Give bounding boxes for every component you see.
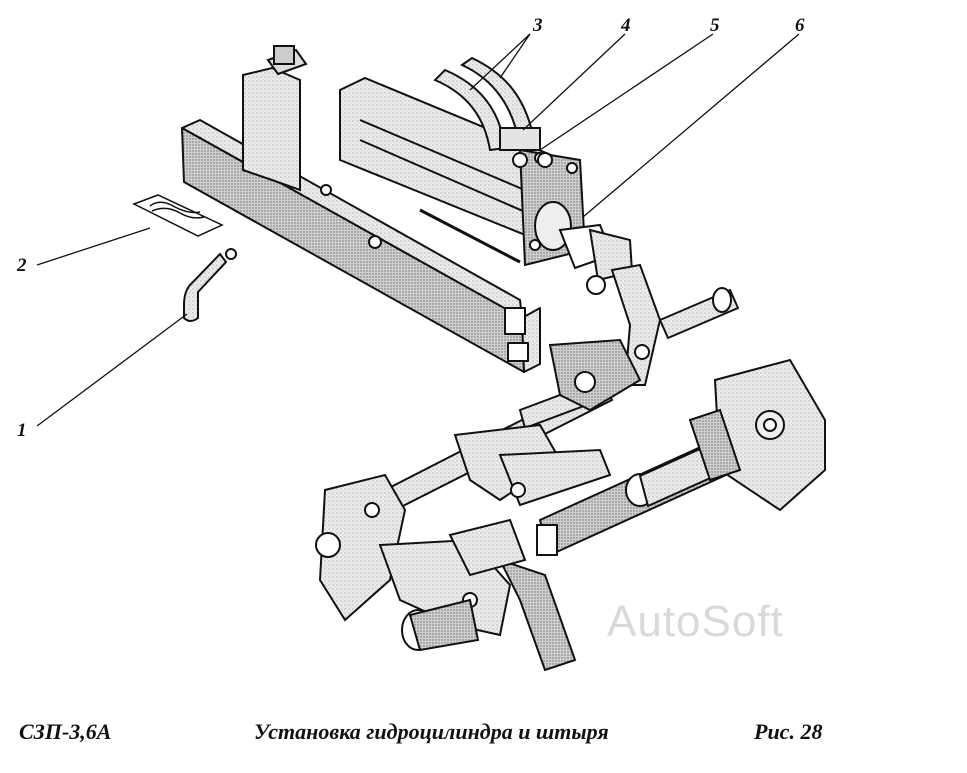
right-hitch-bracket — [688, 358, 826, 512]
hydraulic-cylinder — [339, 76, 634, 295]
hinge-arm — [610, 263, 662, 386]
leader-line-2 — [36, 227, 151, 266]
caption-title: Установка гидроцилиндра и штыря — [254, 719, 609, 744]
callout-2: 2 — [17, 255, 27, 276]
cotter-pin — [132, 194, 224, 237]
callout-6: 6 — [795, 15, 805, 36]
callout-3: 3 — [533, 15, 543, 36]
leader-line-5 — [539, 33, 714, 151]
middle-bracket — [453, 338, 642, 507]
watermark-text: AutoSoft — [607, 597, 784, 646]
caption-figure-number: Рис. 28 — [754, 719, 823, 744]
callout-1: 1 — [17, 420, 27, 441]
leader-line-3a — [469, 33, 531, 91]
left-hitch-assembly — [315, 473, 577, 672]
pin — [183, 248, 237, 322]
leader-line-4 — [522, 33, 626, 131]
leader-line-1 — [36, 313, 188, 427]
callout-5: 5 — [710, 15, 720, 36]
caption-model: СЗП-3,6А — [19, 719, 112, 744]
leader-line-3b — [499, 33, 531, 79]
upright-bracket — [242, 45, 382, 249]
leader-line-6 — [582, 33, 800, 218]
callout-4: 4 — [621, 15, 631, 36]
hydraulic-hoses — [433, 56, 553, 168]
leader-lines — [36, 33, 800, 427]
